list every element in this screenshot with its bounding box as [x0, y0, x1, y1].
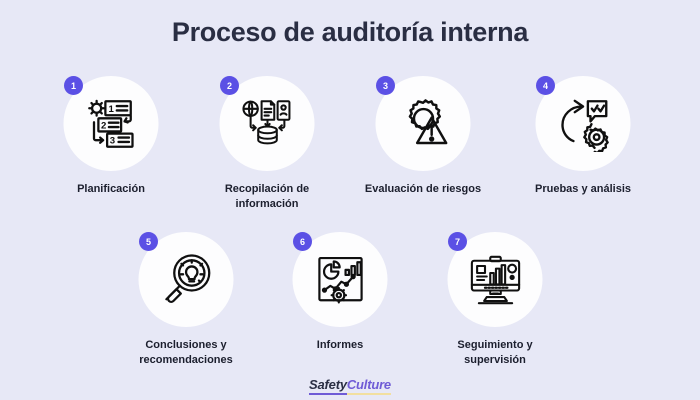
magnifier-lightbulb-icon	[164, 253, 210, 303]
logo-text-culture: Culture	[346, 377, 391, 395]
step-badge-2: 2	[220, 76, 239, 95]
svg-text:2: 2	[101, 120, 106, 131]
step-card-5: 5 Conclusiones y recomendaciones	[108, 232, 264, 368]
svg-text:1: 1	[108, 103, 114, 114]
step-icon-circle-2	[219, 76, 315, 171]
step-card-3: 3 Evaluación de riesgos	[345, 76, 501, 197]
globe-document-database-icon	[241, 99, 290, 144]
safetyculture-logo: SafetyCulture	[0, 377, 700, 395]
report-charts-gear-icon	[317, 256, 363, 303]
step-icon-container-6: 6	[262, 232, 418, 329]
step-icon-container-5: 5	[108, 232, 264, 329]
monitor-dashboard-icon	[470, 255, 520, 304]
step-card-4: 4 Pruebas y análisis	[505, 76, 661, 197]
gear-numbered-list-icon: 1 2 3	[87, 99, 134, 148]
gear-warning-triangle-icon	[408, 98, 447, 144]
step-label-2: Recopilación de información	[224, 183, 310, 210]
page-title: Proceso de auditoría interna	[171, 17, 529, 47]
step-badge-1: 1	[64, 76, 83, 95]
step-label-6: Informes	[316, 339, 364, 351]
step-card-6: 6 Informes	[262, 232, 418, 353]
step-icon-container-3: 3	[345, 76, 501, 173]
step-badge-5: 5	[139, 232, 158, 251]
step-badge-6: 6	[293, 232, 312, 251]
step-label-5: Conclusiones y recomendaciones	[139, 339, 233, 366]
step-icon-container-2: 2	[189, 76, 345, 173]
step-label-3: Evaluación de riesgos	[364, 183, 482, 195]
step-card-2: 2 Recopilación de información	[189, 76, 345, 212]
step-badge-7: 7	[448, 232, 467, 251]
step-label-7: Seguimiento y supervisión	[457, 339, 533, 366]
arrow-checklist-gear-icon	[560, 99, 609, 152]
svg-text:3: 3	[109, 135, 114, 146]
logo-text-safety: Safety	[309, 377, 347, 395]
step-label-1: Planificación	[77, 183, 145, 195]
step-badge-3: 3	[376, 76, 395, 95]
step-label-4: Pruebas y análisis	[535, 183, 631, 195]
step-badge-4: 4	[536, 76, 555, 95]
step-icon-container-1: 1 2 3 1	[33, 76, 189, 173]
step-icon-container-7: 7	[417, 232, 573, 329]
step-icon-container-4: 4	[505, 76, 661, 173]
step-card-1: 1 2 3 1 Planificación	[33, 76, 189, 197]
step-card-7: 7 Seguimiento y supervisión	[417, 232, 573, 368]
